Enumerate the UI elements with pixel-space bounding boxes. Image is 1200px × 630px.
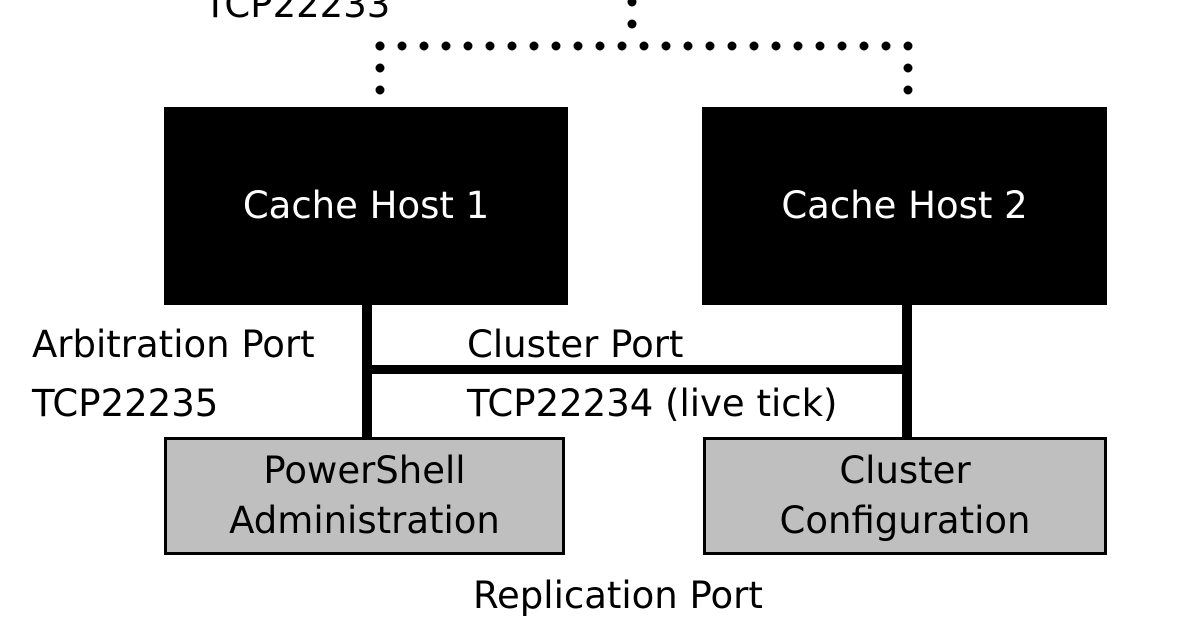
cluster-tcp-label: TCP22234 (live tick) <box>467 382 838 425</box>
cluster-port-label: Cluster Port <box>467 323 684 366</box>
top-port-label: TCP22233 <box>204 0 391 26</box>
cache-host-1-label: Cache Host 1 <box>242 184 490 228</box>
cache-host-1-box: Cache Host 1 <box>164 107 568 305</box>
cache-host-2-box: Cache Host 2 <box>702 107 1107 305</box>
cluster-configuration-line2: Configuration <box>779 499 1031 542</box>
cluster-configuration-line1: Cluster <box>839 449 971 493</box>
cluster-configuration-box: Cluster Configuration <box>703 437 1107 555</box>
powershell-administration-line1: PowerShell <box>263 449 466 493</box>
arbitration-port-label: Arbitration Port <box>32 323 315 366</box>
powershell-administration-box: PowerShell Administration <box>164 437 565 555</box>
dotted-links <box>375 0 913 107</box>
replication-port-label: Replication Port <box>473 574 763 617</box>
cluster-port-link <box>362 365 912 374</box>
cache-host-2-label: Cache Host 2 <box>781 184 1028 228</box>
solid-links <box>362 305 912 438</box>
powershell-administration-line2: Administration <box>229 499 500 542</box>
arbitration-tcp-label: TCP22235 <box>32 382 219 425</box>
